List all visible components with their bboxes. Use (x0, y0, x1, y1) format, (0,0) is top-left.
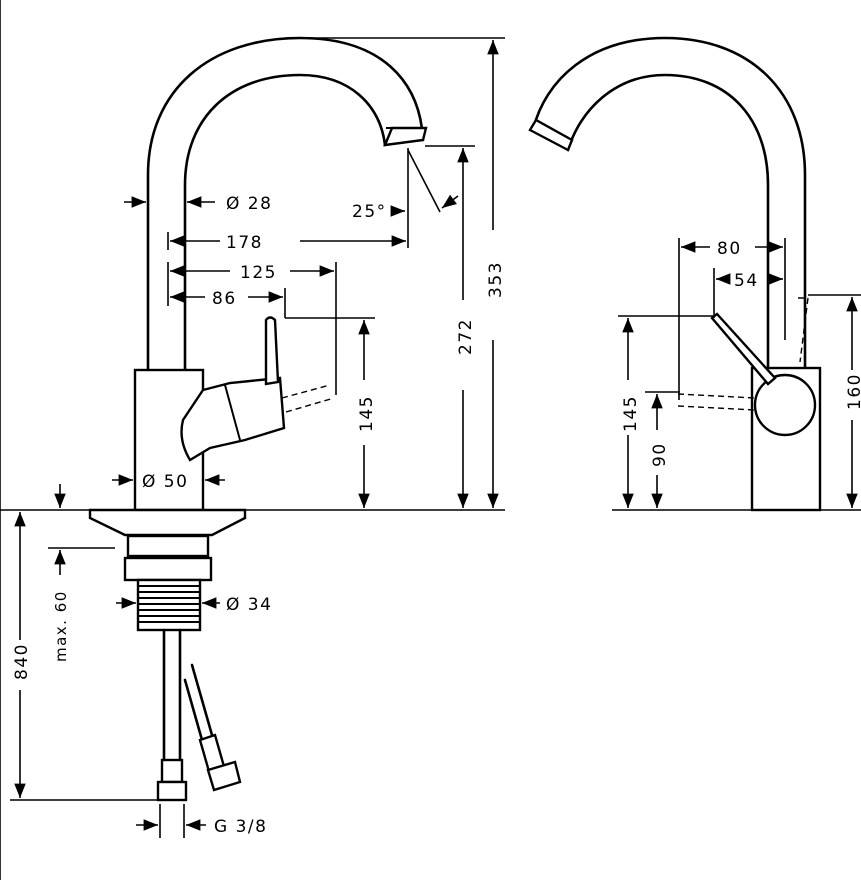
dim-side-54: 54 (734, 271, 759, 291)
dim-reach: 178 (226, 233, 263, 253)
mounting-thread (126, 534, 210, 558)
dim-max-thickness: max. 60 (52, 590, 70, 662)
dim-side-80: 80 (717, 239, 742, 259)
dim-hose-length: 840 (12, 643, 32, 680)
dim-side-160: 160 (845, 373, 861, 410)
side-view (528, 36, 822, 512)
dim-lever-base: 86 (212, 289, 237, 309)
side-cartridge (753, 373, 817, 437)
side-spout-tip (528, 118, 574, 152)
lever-handle (264, 316, 280, 386)
dim-connection: G 3/8 (214, 817, 267, 837)
dim-side-90: 90 (650, 442, 670, 467)
spout-outer-line (146, 36, 425, 372)
side-lever (710, 312, 777, 386)
dim-lever-height: 145 (357, 395, 377, 432)
dim-spout-height: 272 (456, 318, 476, 355)
dim-side-145: 145 (621, 395, 641, 432)
front-dimensions: Ø 28 25° 178 125 86 353 272 (10, 37, 506, 838)
side-spout-inner (566, 73, 770, 372)
side-dimensions: 80 54 145 90 160 (612, 238, 861, 511)
base-plate (88, 508, 247, 537)
side-spout-outer (531, 36, 807, 372)
dim-total-height: 353 (486, 261, 506, 298)
dim-swivel-angle: 25° (352, 202, 387, 222)
supply-hose-2 (183, 663, 214, 742)
lever-cartridge (180, 376, 286, 462)
spout-inner-line (183, 73, 387, 372)
dim-spout-diameter: Ø 28 (226, 194, 272, 214)
front-view (0, 0, 505, 880)
dim-lever-reach: 125 (240, 263, 277, 283)
spout-tip (383, 126, 428, 147)
supply-hose-1 (162, 628, 182, 762)
dim-thread-diameter: Ø 34 (226, 595, 272, 615)
hose-connector (156, 780, 188, 802)
dim-body-diameter: Ø 50 (142, 472, 188, 492)
